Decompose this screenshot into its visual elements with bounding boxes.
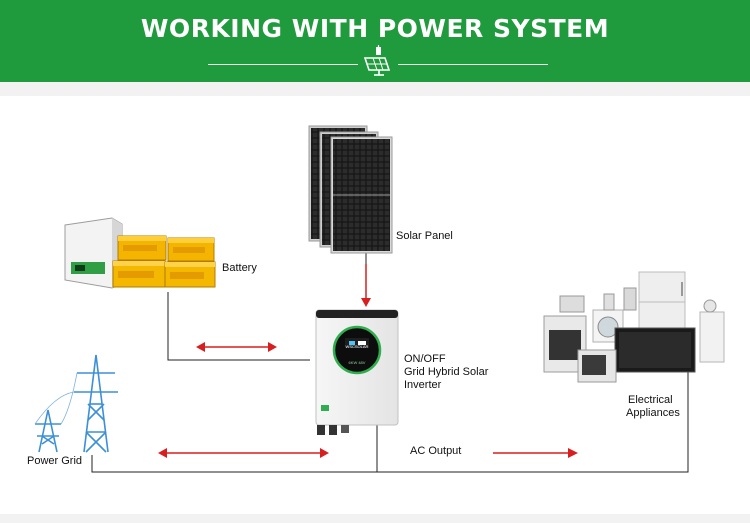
flow-arrows: [158, 264, 578, 458]
arrow-solar-to-inverter: [361, 264, 371, 307]
appliances-image: [543, 271, 725, 383]
battery-image: [64, 217, 216, 289]
label-inverter-2: Grid Hybrid Solar: [404, 366, 489, 378]
label-appliances-1: Electrical: [628, 394, 673, 406]
header-rule-left: [208, 64, 358, 65]
header-rule-right: [398, 64, 548, 65]
label-inverter-3: Inverter: [404, 379, 442, 391]
arrow-battery-inverter: [196, 342, 277, 352]
inverter-display: [332, 325, 382, 375]
solar-panel-image: [308, 125, 393, 254]
inverter-image: [315, 309, 399, 435]
label-ac-output: AC Output: [410, 445, 462, 457]
power-lines: [34, 372, 78, 425]
battery-wire: [167, 292, 310, 361]
page-title: WORKING WITH POWER SYSTEM: [140, 14, 610, 43]
arrow-ac-output: [493, 448, 578, 458]
grid-wire: [91, 372, 689, 473]
label-inverter-1: ON/OFF: [404, 353, 446, 365]
power-grid-image: [35, 354, 118, 453]
solar-panel-icon: [363, 45, 391, 76]
label-solar-panel: Solar Panel: [396, 230, 453, 242]
label-battery: Battery: [222, 262, 257, 274]
header-banner: WORKING WITH POWER SYSTEM: [0, 0, 750, 82]
label-power-grid: Power Grid: [27, 455, 83, 467]
label-appliances-2: Appliances: [626, 407, 680, 419]
arrow-grid: [158, 448, 329, 458]
inverter-model: 6KW 48V: [349, 360, 366, 365]
inverter-brand: WSCSOLAR: [346, 344, 369, 349]
